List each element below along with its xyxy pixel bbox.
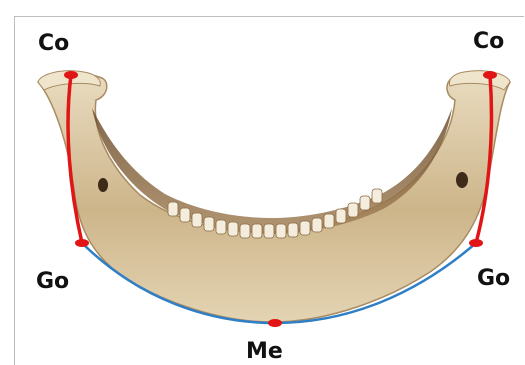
label-me: Me	[246, 341, 283, 363]
landmark-co-left	[64, 71, 78, 79]
label-go-right: Go	[477, 268, 510, 290]
landmark-go-left	[75, 239, 89, 247]
landmark-co-right	[483, 71, 497, 79]
mandibular-foramen-left	[98, 178, 108, 192]
landmark-go-right	[469, 239, 483, 247]
mandible-bone	[38, 73, 510, 322]
label-go-left: Go	[36, 271, 69, 293]
label-co-left: Co	[38, 33, 69, 55]
label-co-right: Co	[473, 31, 504, 53]
mandibular-foramen-right	[456, 172, 468, 188]
landmark-me	[268, 319, 282, 327]
